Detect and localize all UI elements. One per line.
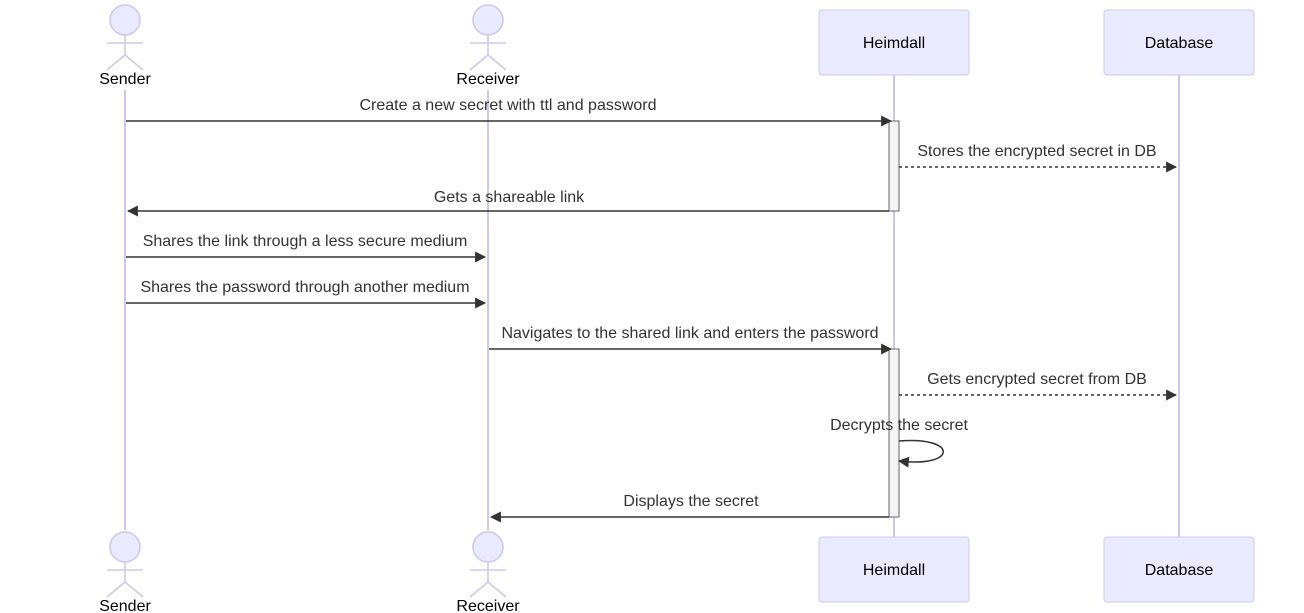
message-label: Gets encrypted secret from DB [927,371,1147,388]
participant-heimdall-top: Heimdall [818,9,970,76]
participant-label-heimdall-top: Heimdall [863,35,925,52]
actor-label-sender-bottom: Sender [99,598,151,613]
message-label: Gets a shareable link [434,189,585,206]
message-label: Navigates to the shared link and enters … [501,325,878,342]
actor-sender-top: Sender [99,4,151,88]
participant-database-top: Database [1103,9,1255,76]
participant-heimdall-bottom: Heimdall [818,536,970,603]
actor-label-receiver-bottom: Receiver [456,598,520,613]
message-display-secret: Displays the secret [489,493,889,523]
message-label: Shares the link through a less secure me… [143,233,468,250]
actor-label-receiver-top: Receiver [456,71,520,88]
message-label: Create a new secret with ttl and passwor… [359,97,656,114]
actor-receiver-top: Receiver [456,4,520,88]
participant-label-heimdall-bottom: Heimdall [863,562,925,579]
heimdall-activation-2 [888,348,900,518]
message-get-secret: Gets encrypted secret from DB [899,371,1178,401]
message-label: Shares the password through another medi… [140,279,469,296]
message-navigate-link: Navigates to the shared link and enters … [489,325,893,355]
actor-receiver-bottom: Receiver [456,531,520,613]
actor-sender-bottom: Sender [99,531,151,613]
message-label: Displays the secret [623,493,759,510]
message-share-link: Shares the link through a less secure me… [126,233,487,263]
message-shareable-link: Gets a shareable link [126,189,889,217]
participant-database-bottom: Database [1103,536,1255,603]
message-create-secret: Create a new secret with ttl and passwor… [126,97,893,127]
heimdall-activation-1 [888,120,900,212]
message-share-password: Shares the password through another medi… [126,279,487,309]
actor-label-sender-top: Sender [99,71,151,88]
message-label: Stores the encrypted secret in DB [917,143,1156,160]
message-store-secret: Stores the encrypted secret in DB [899,143,1178,173]
message-label: Decrypts the secret [830,417,968,434]
message-decrypt-secret: Decrypts the secret [830,417,968,468]
participant-label-database-bottom: Database [1145,562,1214,579]
participant-label-database-top: Database [1145,35,1214,52]
